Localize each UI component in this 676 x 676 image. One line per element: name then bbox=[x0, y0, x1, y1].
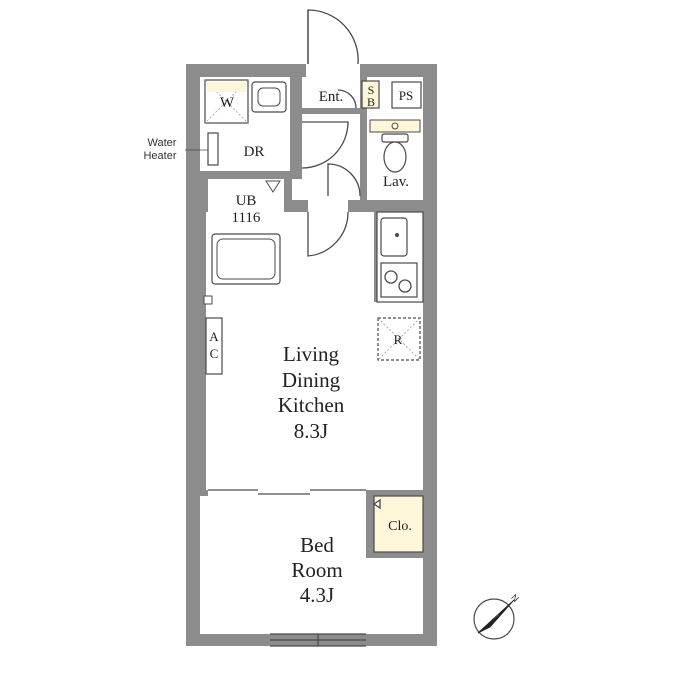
label-ldk-size: 8.3J bbox=[294, 419, 328, 443]
pipe-shaft-marker bbox=[203, 295, 213, 305]
toilet-icon bbox=[383, 141, 407, 173]
label-pipe-space: PS bbox=[399, 88, 413, 103]
label-closet: Clo. bbox=[388, 519, 412, 534]
label-air-con-1: A bbox=[209, 329, 219, 344]
wall-top-left bbox=[186, 64, 306, 77]
vanity-basin bbox=[257, 87, 281, 107]
air-conditioner-box bbox=[205, 317, 223, 375]
label-water-heater-2: Heater bbox=[143, 150, 176, 162]
label-shoe-box-2: B bbox=[367, 95, 375, 109]
label-ldk-1: Living bbox=[283, 342, 339, 366]
closet-box bbox=[373, 495, 424, 553]
compass-north-label: N bbox=[509, 592, 521, 604]
north-arrow-icon: N bbox=[473, 592, 521, 640]
entrance-floor bbox=[302, 77, 360, 108]
ub-door-marker bbox=[265, 180, 281, 193]
label-unit-bath-1: UB bbox=[236, 193, 257, 209]
outer-walls bbox=[186, 64, 437, 646]
label-lavatory: Lav. bbox=[383, 174, 409, 190]
doors bbox=[208, 9, 381, 647]
vanity-sink-icon bbox=[251, 81, 287, 113]
wall-left bbox=[186, 64, 200, 646]
toilet-tank bbox=[381, 133, 409, 143]
label-bedroom-1: Bed bbox=[300, 533, 334, 557]
label-dressing-room: DR bbox=[244, 144, 265, 160]
lav-small-sink bbox=[391, 122, 399, 130]
wall-top-right bbox=[360, 64, 437, 77]
lav-shelf bbox=[369, 119, 421, 133]
water-heater-box bbox=[207, 132, 219, 166]
dr-door bbox=[301, 121, 349, 169]
label-bedroom-size: 4.3J bbox=[300, 583, 334, 607]
pipe-space-box bbox=[391, 81, 422, 109]
labels: Water Heater W DR Ent. S B PS Lav. UB 11… bbox=[143, 83, 413, 607]
bathtub-icon bbox=[211, 233, 281, 285]
bedroom-floor-right bbox=[374, 558, 423, 634]
label-unit-bath-2: 1116 bbox=[232, 210, 261, 226]
label-ldk-2: Dining bbox=[282, 368, 341, 392]
label-shoe-box-1: S bbox=[368, 83, 375, 97]
stove-icon bbox=[380, 262, 418, 298]
ldk-door bbox=[307, 211, 349, 257]
label-air-con-2: C bbox=[210, 346, 219, 361]
wall-right bbox=[423, 64, 437, 646]
label-bedroom-2: Room bbox=[291, 558, 342, 582]
shoe-box bbox=[361, 80, 380, 109]
lav-door bbox=[327, 163, 361, 197]
entrance-door bbox=[307, 9, 359, 65]
entrance-step-arc bbox=[337, 89, 357, 109]
burner-left bbox=[384, 270, 398, 284]
sink-icon bbox=[380, 217, 408, 257]
label-water-heater-1: Water bbox=[148, 137, 177, 149]
label-washer: W bbox=[220, 95, 235, 111]
burner-right bbox=[398, 279, 412, 293]
fridge-cross-2 bbox=[377, 317, 421, 361]
label-ldk-3: Kitchen bbox=[278, 393, 345, 417]
bathtub-inner bbox=[216, 238, 276, 280]
closet-door-marker bbox=[372, 498, 381, 510]
label-entrance: Ent. bbox=[319, 89, 344, 105]
sink-drain bbox=[395, 233, 399, 237]
washer-lid-accent bbox=[207, 82, 246, 92]
label-refrigerator: R bbox=[394, 332, 403, 347]
bedroom-floor bbox=[208, 496, 366, 634]
